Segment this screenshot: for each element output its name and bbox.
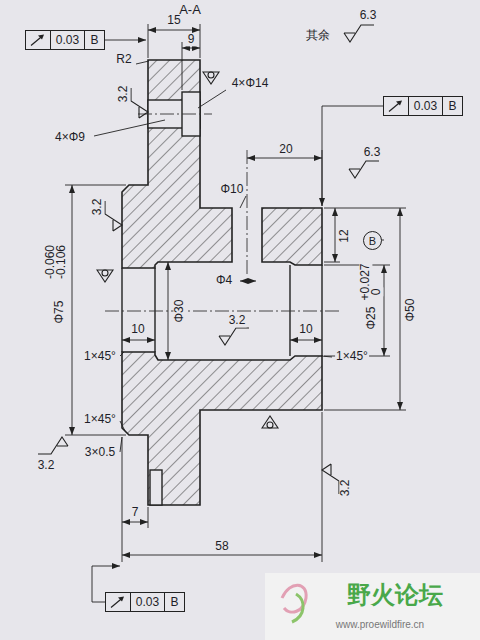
hole-callout: 4×Φ14 — [231, 77, 270, 90]
flange-holes — [148, 92, 200, 505]
center-lines — [105, 114, 340, 311]
dimension: 7 — [131, 506, 140, 519]
extension-lines — [65, 24, 406, 562]
tolerance-value: 0.03 — [408, 97, 442, 115]
roughness-symbols — [38, 25, 379, 494]
dimension: 10 — [130, 323, 145, 336]
dimension: Φ25 — [365, 306, 378, 331]
datum-letter: B — [164, 593, 184, 611]
groove-callout: 3×0.5 — [84, 446, 116, 459]
hole-callout: Φ10 — [220, 183, 245, 196]
tolerance-frame: 0.03B — [25, 30, 105, 50]
dimension: Φ4 — [215, 274, 233, 287]
section-title: A-A — [178, 3, 202, 17]
dimension: 10 — [298, 323, 313, 336]
tolerance: -0.106 — [55, 244, 68, 280]
roughness: 3.2 — [339, 479, 352, 498]
runout-symbol — [26, 31, 50, 49]
dimension: 20 — [278, 143, 293, 156]
roughness: 3.2 — [228, 314, 247, 327]
hole-callout: 4×Φ9 — [54, 131, 86, 144]
dimension: 9 — [187, 33, 196, 46]
watermark — [265, 573, 480, 640]
roughness: 6.3 — [359, 9, 378, 22]
radius: R2 — [115, 53, 132, 66]
roughness: 3.2 — [91, 198, 104, 217]
dimension: 12 — [338, 228, 351, 243]
tolerance-frame: 0.03B — [383, 96, 463, 116]
dimension-lines — [72, 30, 400, 555]
leader-lines — [92, 40, 384, 602]
watermark: www.proewildfire.cn — [335, 619, 425, 630]
roughness: 6.3 — [363, 146, 382, 159]
runout-symbol — [384, 97, 408, 115]
roughness: 3.2 — [37, 459, 56, 472]
roughness: 3.2 — [117, 85, 130, 104]
datum-letter: B — [442, 97, 462, 115]
tolerance: 0 — [370, 288, 383, 297]
chamfer: 1×45° — [83, 350, 117, 363]
tolerance-value: 0.03 — [130, 593, 164, 611]
datum-letter: B — [84, 31, 104, 49]
note: 其余 — [305, 29, 331, 42]
tolerance-value: 0.03 — [50, 31, 84, 49]
datum-symbol: B — [363, 231, 382, 250]
chamfer: 1×45° — [83, 413, 117, 426]
runout-symbol — [106, 593, 130, 611]
dimension: Φ30 — [173, 299, 186, 324]
dimension: Φ75 — [53, 300, 66, 325]
part-section — [122, 60, 322, 505]
dimension: Φ50 — [404, 298, 417, 323]
chamfer: 1×45° — [335, 350, 369, 363]
watermark: 野火论坛 — [346, 582, 444, 608]
bore-edges — [122, 265, 322, 356]
datum-letter: B — [369, 235, 376, 247]
tolerance-frame: 0.03B — [105, 592, 185, 612]
dimension: 15 — [166, 14, 181, 27]
dimension: 58 — [214, 540, 229, 553]
